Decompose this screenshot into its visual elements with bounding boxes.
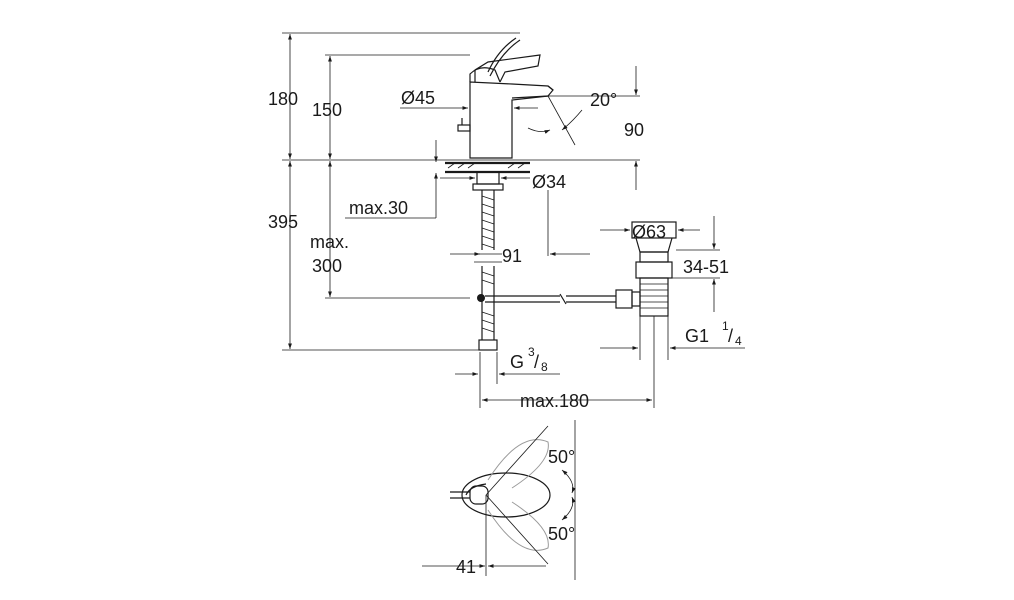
- dim-lever-angle-down: 50°: [548, 524, 575, 544]
- dim-lever-angle-up: 50°: [548, 447, 575, 467]
- dim-waste-thread: G1 1 / 4: [685, 319, 742, 348]
- dim-popup-offset: 91: [502, 246, 522, 266]
- dim-waste-range: 34-51: [683, 257, 729, 277]
- lever-top-view: [422, 420, 576, 580]
- dim-spout-angle: 20°: [590, 90, 617, 110]
- dim-waste-diameter: Ø63: [632, 222, 666, 242]
- dim-below-deck-max-value: 300: [312, 256, 342, 276]
- dim-deck-thickness: max.30: [349, 198, 408, 218]
- faucet-side-view: [282, 32, 640, 351]
- dim-supply-thread-den: 8: [541, 360, 548, 374]
- dim-max-reach: max.180: [520, 391, 589, 411]
- svg-text:/: /: [534, 352, 539, 372]
- dim-waste-thread-num: 1: [722, 319, 729, 333]
- dim-below-deck-max-label: max.: [310, 232, 349, 252]
- dim-height-spout: 150: [312, 100, 342, 120]
- svg-text:/: /: [728, 326, 733, 346]
- dim-supply-thread-num: 3: [528, 345, 535, 359]
- dim-supply-thread-main: G: [510, 352, 524, 372]
- dim-supply-thread: G 3 / 8: [510, 345, 548, 374]
- dimension-lines: [288, 34, 745, 408]
- dim-waste-thread-den: 4: [735, 334, 742, 348]
- dim-below-deck-total: 395: [268, 212, 298, 232]
- dim-lever-offset: 41: [456, 557, 476, 577]
- dim-spout-depth: 90: [624, 120, 644, 140]
- dim-waste-thread-main: G1: [685, 326, 709, 346]
- dim-height-total: 180: [268, 89, 298, 109]
- dim-shank-diameter: Ø34: [532, 172, 566, 192]
- dim-spout-diameter: Ø45: [401, 88, 435, 108]
